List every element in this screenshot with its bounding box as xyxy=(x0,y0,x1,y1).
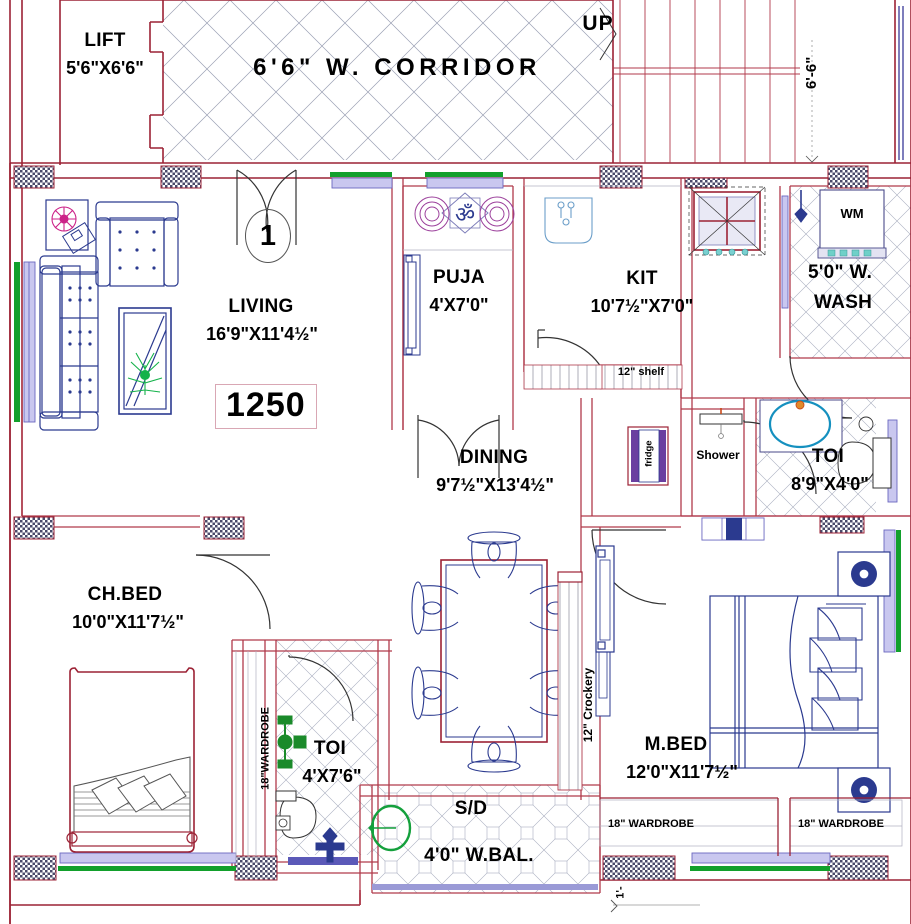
room-label-dining-dim: 9'7½"X13'4½" xyxy=(436,475,554,495)
puja-fittings: ॐ xyxy=(403,192,515,251)
balcony-sd-label: S/D xyxy=(454,798,488,819)
shower-mixer-icon xyxy=(277,715,307,769)
sofa-long-icon xyxy=(39,255,99,431)
washing-machine-label: WM xyxy=(840,206,864,221)
room-label-chbed-name: CH.BED xyxy=(87,584,163,605)
stove-icon xyxy=(688,186,766,256)
floor-tap-icon xyxy=(315,827,345,863)
stair-width-dimension: 6'-6" xyxy=(803,56,821,90)
room-label-lift-name: LIFT xyxy=(84,30,126,51)
lamp-icon xyxy=(414,196,515,232)
kitchen-fittings xyxy=(523,185,683,390)
decor-icon xyxy=(51,206,77,232)
room-label-living-name: LIVING xyxy=(228,296,294,317)
stair-up-label: UP xyxy=(582,12,614,35)
room-label-puja-dim: 4'X7'0" xyxy=(429,295,489,315)
room-label-mbed-name: M.BED xyxy=(644,734,708,755)
room-label-lift-dim: 5'6"X6'6" xyxy=(66,58,144,78)
shower-fittings xyxy=(699,408,743,439)
wardrobe-label-mbed-left: 18" WARDROBE xyxy=(608,818,694,830)
wardrobe-label-chbed: 18"WARDROBE xyxy=(259,707,272,790)
room-label-wash-name: WASH xyxy=(814,292,873,313)
plant-icon xyxy=(127,352,163,395)
room-label-puja-name: PUJA xyxy=(433,267,485,288)
room-label-kit-name: KIT xyxy=(626,268,658,289)
room-label-wash-width: 5'0" W. xyxy=(808,262,873,283)
living-furniture xyxy=(39,199,179,431)
fridge-icon xyxy=(627,426,669,486)
toilet-icon xyxy=(837,437,892,489)
staircase xyxy=(599,0,904,163)
shower-label: Shower xyxy=(696,448,740,462)
chbed-furniture xyxy=(66,651,257,862)
room-label-dining-name: DINING xyxy=(459,447,529,468)
room-label-toilet-master-name: TOI xyxy=(811,446,845,467)
bottom-dimension-label: 1'- xyxy=(614,886,627,899)
sink-icon xyxy=(544,197,593,244)
bottom-dimension xyxy=(610,899,700,913)
wash-fittings xyxy=(794,189,887,259)
door-marker-1: 1 xyxy=(245,209,291,263)
mbed-top-unit xyxy=(701,517,765,541)
tap-icon xyxy=(794,190,808,223)
room-label-toilet-child-dim: 4'X7'6" xyxy=(302,766,362,786)
hatched-floor-regions xyxy=(163,0,911,893)
room-label-balcony-dim: 4'0" W.BAL. xyxy=(424,845,534,866)
master-toilet-fixtures xyxy=(759,399,892,489)
mbed-furniture xyxy=(595,545,903,847)
room-label-living-dim: 16'9"X11'4½" xyxy=(206,324,318,344)
room-label-toilet-master-dim: 8'9"X4'0" xyxy=(791,474,869,494)
columns xyxy=(13,165,889,881)
kitchen-side-detail xyxy=(403,254,421,356)
balcony-sink-icon xyxy=(368,804,412,852)
room-label-corridor: 6'6" W. CORRIDOR xyxy=(253,54,541,81)
room-label-chbed-dim: 10'0"X11'7½" xyxy=(72,612,184,632)
area-badge: 1250 xyxy=(215,384,317,429)
lamp-icon xyxy=(837,551,891,813)
dining-chair-icon xyxy=(411,531,577,773)
child-toilet-fixtures xyxy=(275,715,345,863)
dining-set xyxy=(411,531,577,773)
room-label-kit-dim: 10'7½"X7'0" xyxy=(590,296,694,316)
shelf-label: 12" shelf xyxy=(617,366,665,378)
sofa-icon xyxy=(95,201,179,287)
wardrobe-label-mbed-right: 18" WARDROBE xyxy=(798,818,884,830)
crockery-label: 12" Crockery xyxy=(580,667,595,743)
svg-text:ॐ: ॐ xyxy=(455,203,475,228)
fridge-label: fridge xyxy=(643,440,655,467)
mbed-wardrobe-walls xyxy=(600,797,911,856)
room-label-toilet-child-name: TOI xyxy=(313,738,347,759)
room-label-mbed-dim: 12'0"X11'7½" xyxy=(626,762,738,782)
center-table-icon xyxy=(118,307,172,415)
